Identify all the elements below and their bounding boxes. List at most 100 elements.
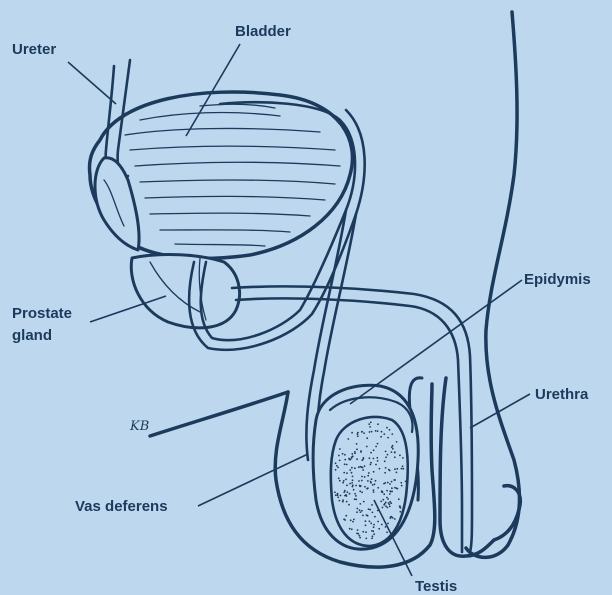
stipple-dot xyxy=(405,481,407,483)
stipple-dot xyxy=(338,477,340,479)
stipple-dot xyxy=(386,427,388,429)
stipple-dot xyxy=(390,502,392,504)
stipple-dot xyxy=(389,506,391,508)
stipple-dot xyxy=(383,433,385,435)
stipple-dot xyxy=(386,490,388,492)
stipple-dot xyxy=(359,490,361,492)
stipple-dot xyxy=(389,483,391,485)
stipple-dot xyxy=(385,467,387,469)
stipple-dot xyxy=(391,481,393,483)
stipple-dot xyxy=(359,535,361,537)
stipple-dot xyxy=(385,451,387,453)
stipple-dot xyxy=(360,466,362,468)
stipple-dot xyxy=(358,480,360,482)
stipple-dot xyxy=(402,457,404,459)
stipple-dot xyxy=(364,486,366,488)
stipple-dot xyxy=(336,465,338,467)
stipple-dot xyxy=(394,468,396,470)
stipple-dot xyxy=(379,468,381,470)
stipple-dot xyxy=(385,505,387,507)
stipple-dot xyxy=(356,443,358,445)
stipple-dot xyxy=(335,462,337,464)
stipple-dot xyxy=(345,515,347,517)
stipple-dot xyxy=(365,520,367,522)
stipple-dot xyxy=(377,487,379,489)
stipple-dot xyxy=(402,468,404,470)
stipple-dot xyxy=(376,457,378,459)
stipple-dot xyxy=(394,456,396,458)
stipple-dot xyxy=(348,504,350,506)
stipple-dot xyxy=(365,538,367,540)
stipple-dot xyxy=(361,480,363,482)
stipple-dot xyxy=(367,475,369,477)
stipple-dot xyxy=(344,459,346,461)
stipple-dot xyxy=(377,460,379,462)
stipple-dot xyxy=(382,507,384,509)
prostate-shape xyxy=(131,255,239,328)
stipple-dot xyxy=(385,456,387,458)
stipple-dot xyxy=(387,507,389,509)
stipple-dot xyxy=(377,521,379,523)
stipple-dot xyxy=(369,426,371,428)
stipple-dot xyxy=(399,454,401,456)
body-outline xyxy=(466,12,519,557)
stipple-dot xyxy=(349,528,351,530)
stipple-dot xyxy=(396,472,398,474)
stipple-dot xyxy=(378,528,380,530)
stipple-dot xyxy=(354,451,356,453)
stipple-dot xyxy=(356,508,358,510)
stipple-dot xyxy=(399,511,401,513)
stipple-dot xyxy=(384,472,386,474)
stipple-dot xyxy=(387,437,389,439)
stipple-dot xyxy=(381,431,383,433)
stipple-dot xyxy=(342,501,344,503)
stipple-dot xyxy=(369,431,371,433)
stipple-dot xyxy=(370,421,372,423)
stipple-dot xyxy=(342,499,344,501)
label-prostate-line1: Prostate xyxy=(12,305,72,322)
stipple-dot xyxy=(371,478,373,480)
stipple-dot xyxy=(368,472,370,474)
stipple-dot xyxy=(373,458,375,460)
stipple-dot xyxy=(359,486,361,488)
vas-deferens-leader xyxy=(198,454,308,506)
stipple-dot xyxy=(373,471,375,473)
ureter-leader xyxy=(68,62,116,104)
stipple-dot xyxy=(351,432,353,434)
stipple-dot xyxy=(334,491,336,493)
stipple-dot xyxy=(358,466,360,468)
label-vas-deferens: Vas deferens xyxy=(75,498,168,515)
stipple-dot xyxy=(390,516,392,518)
stipple-dot xyxy=(380,436,382,438)
stipple-dot xyxy=(344,490,346,492)
stipple-dot xyxy=(361,491,363,493)
stipple-dot xyxy=(344,454,346,456)
stipple-dot xyxy=(349,493,351,495)
stipple-dot xyxy=(375,446,377,448)
stipple-dot xyxy=(389,429,391,431)
stipple-dot xyxy=(368,423,370,425)
stipple-dot xyxy=(361,459,363,461)
stipple-dot xyxy=(388,469,390,471)
stipple-dot xyxy=(338,455,340,457)
stipple-dot xyxy=(355,499,357,501)
stipple-dot xyxy=(373,489,375,491)
stipple-dot xyxy=(346,472,348,474)
stipple-dot xyxy=(400,482,402,484)
perineum-outline xyxy=(150,392,288,436)
stipple-dot xyxy=(386,531,388,533)
stipple-dot xyxy=(362,515,364,517)
stipple-dot xyxy=(399,505,401,507)
label-testis: Testis xyxy=(415,578,457,595)
stipple-dot xyxy=(351,457,353,459)
stipple-dot xyxy=(365,531,367,533)
stipple-dot xyxy=(370,452,372,454)
stipple-dot xyxy=(360,511,362,513)
stipple-dot xyxy=(387,454,389,456)
stipple-dot xyxy=(375,464,377,466)
stipple-dot xyxy=(354,467,356,469)
label-prostate-line2: gland xyxy=(12,327,52,344)
stipple-dot xyxy=(353,489,355,491)
stipple-dot xyxy=(335,469,337,471)
stipple-dot xyxy=(363,457,365,459)
